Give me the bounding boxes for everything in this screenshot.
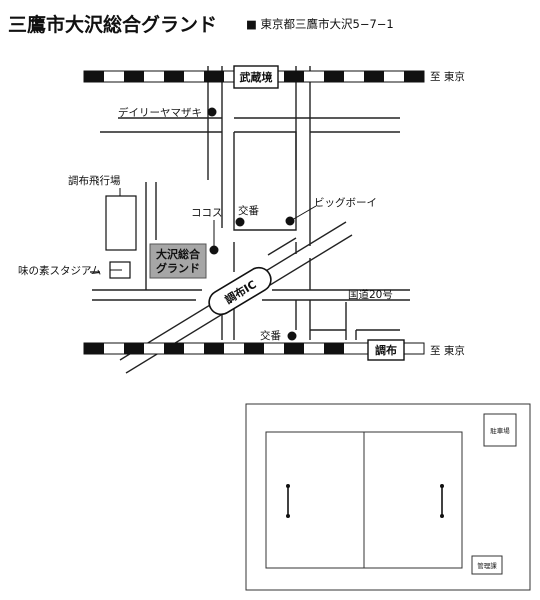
station-label-musashisakai: 武蔵境 (240, 70, 273, 84)
railway-keio-line (83, 342, 425, 355)
rail-segment (364, 71, 384, 82)
label-police-box-top: 交番 (238, 204, 259, 217)
rail-segment (284, 71, 304, 82)
parking-box (483, 413, 517, 447)
direction-label-bottom: 至 東京 (430, 344, 465, 357)
station-box-musashisakai (233, 65, 279, 89)
label-office: 管理課 (477, 561, 497, 570)
station-label-chofu: 調布 (375, 343, 397, 357)
label-route-20: 国道20号 (348, 288, 393, 301)
label-chofu-airport: 調布飛行場 (68, 174, 121, 187)
label-ajinomoto-stadium: 味の素スタジアム (18, 264, 101, 277)
label-daily-yamazaki: デイリーヤマザキ (118, 106, 202, 119)
page-title: 三鷹市大沢総合グランド (8, 13, 217, 36)
direction-label-top: 至 東京 (430, 70, 465, 83)
rail-segment (204, 343, 224, 354)
station-box-chofu (367, 339, 405, 361)
chofu-ic-badge: 調布IC (208, 266, 272, 316)
rail-segment (84, 71, 104, 82)
label-parking: 駐車場 (490, 426, 510, 435)
label-police-box-bottom: 交番 (260, 329, 281, 342)
target-osawa-ground (149, 243, 207, 279)
marker-cocos (209, 245, 219, 255)
rail-segment (124, 71, 144, 82)
rail-segment (404, 71, 424, 82)
marker-police-box-top (235, 217, 245, 227)
rail-segment (84, 343, 104, 354)
label-bigboy: ビッグボーイ (314, 196, 377, 209)
rail-segment (324, 343, 344, 354)
rail-segment (244, 343, 264, 354)
rail-segment (164, 343, 184, 354)
rail-segment (284, 343, 304, 354)
rail-segment (204, 71, 224, 82)
marker-police-box-bottom (287, 331, 297, 341)
office-box (471, 555, 503, 575)
address-text: ■ 東京都三鷹市大沢5−7−1 (246, 17, 394, 31)
rail-segment (324, 71, 344, 82)
target-label-line1: 大沢総合 (156, 247, 201, 261)
target-label-line2: グランド (156, 261, 200, 275)
marker-daily-yamazaki (207, 107, 217, 117)
marker-bigboy (285, 216, 295, 226)
rail-segment (164, 71, 184, 82)
chofu-airport-building (105, 195, 137, 251)
facility-layout: 駐車場 管理課 (245, 403, 531, 591)
rail-segment (124, 343, 144, 354)
label-cocos: ココス (191, 207, 223, 219)
